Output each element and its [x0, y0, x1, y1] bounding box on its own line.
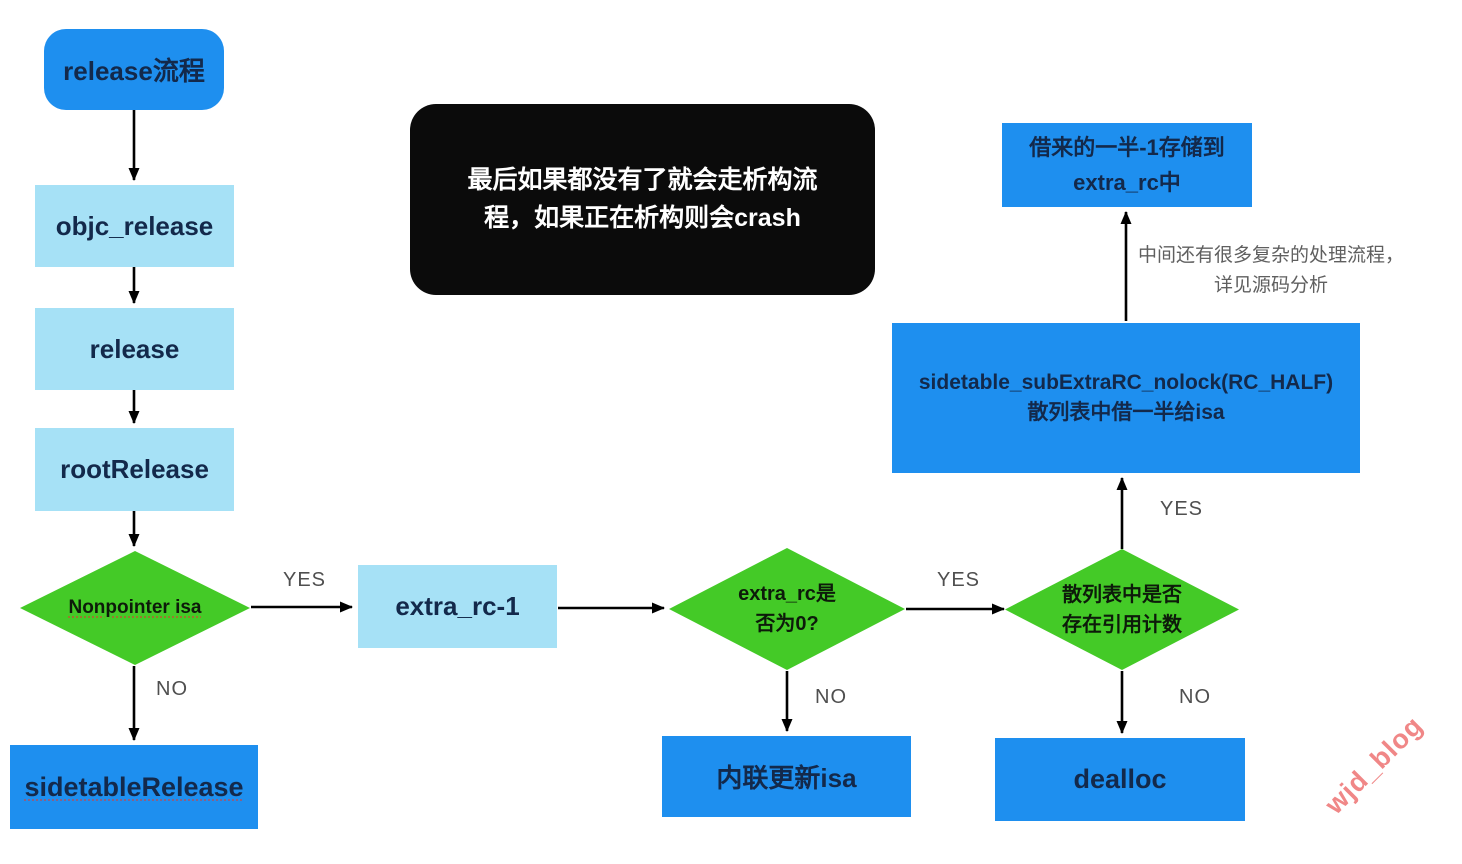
decision-sidetable-has-rc-line2: 存在引用计数: [1062, 613, 1182, 636]
decision-extra-rc-zero-line1: extra_rc是: [738, 583, 836, 605]
node-release: release: [35, 308, 234, 390]
annotation-complex-process-line2: 详见源码分析: [1213, 275, 1328, 297]
decision-nonpointer-isa-label: Nonpointer isa: [68, 596, 202, 618]
node-root-release-label: rootRelease: [60, 454, 209, 484]
node-extra-rc-minus-1-label: extra_rc-1: [395, 591, 520, 621]
decision-extra-rc-zero-line2: 否为0?: [755, 613, 819, 635]
decision-sidetable-has-rc-line1: 散列表中是否: [1062, 583, 1182, 606]
node-root-release: rootRelease: [35, 428, 234, 511]
node-release-label: release: [89, 333, 180, 364]
watermark-wjd-blog: wjd_blog: [1318, 709, 1429, 820]
node-sidetable-release-label: sidetableRelease: [24, 771, 244, 802]
edge-label-no-nonpointer: NO: [156, 678, 188, 700]
node-inline-update-isa-label: 内联更新isa: [716, 763, 857, 793]
node-borrowed-half: 借来的一半-1存储到 extra_rc中: [1002, 123, 1252, 207]
node-borrowed-half-line2: extra_rc中: [1073, 170, 1181, 195]
edge-label-no-sidetablehasrc: NO: [1179, 686, 1211, 708]
decision-extra-rc-zero: extra_rc是 否为0?: [669, 548, 905, 670]
node-sidetable-subextrarc-line1: sidetable_subExtraRC_nolock(RC_HALF): [918, 370, 1334, 394]
edge-label-yes-nonpointer: YES: [283, 569, 327, 591]
node-borrowed-half-line1: 借来的一半-1存储到: [1029, 134, 1225, 160]
decision-nonpointer-isa: Nonpointer isa: [20, 551, 250, 665]
edge-label-yes-sidetablehasrc: YES: [1160, 498, 1204, 520]
node-dealloc-label: dealloc: [1073, 764, 1167, 794]
node-extra-rc-minus-1: extra_rc-1: [358, 565, 557, 648]
note-destructor-crash: 最后如果都没有了就会走析构流 程，如果正在析构则会crash: [410, 104, 875, 295]
node-sidetable-release: sidetableRelease: [10, 745, 258, 829]
node-objc-release: objc_release: [35, 185, 234, 267]
node-inline-update-isa: 内联更新isa: [662, 736, 911, 817]
note-destructor-crash-line2: 程，如果正在析构则会crash: [484, 203, 801, 232]
node-sidetable-subextrarc-line2: 散列表中借一半给isa: [1027, 401, 1225, 424]
node-dealloc: dealloc: [995, 738, 1245, 821]
annotation-complex-process-line1: 中间还有很多复杂的处理流程，: [1137, 245, 1404, 266]
node-objc-release-label: objc_release: [55, 210, 214, 241]
note-destructor-crash-line1: 最后如果都没有了就会走析构流: [467, 166, 818, 194]
node-sidetable-subextrarc: sidetable_subExtraRC_nolock(RC_HALF) 散列表…: [892, 323, 1360, 473]
annotation-complex-process: 中间还有很多复杂的处理流程， 详见源码分析: [1128, 241, 1414, 302]
decision-sidetable-has-rc: 散列表中是否 存在引用计数: [1005, 549, 1239, 670]
edge-label-no-iszero: NO: [815, 686, 847, 708]
edge-label-yes-iszero: YES: [937, 569, 981, 591]
node-release-flow-label: release流程: [63, 56, 205, 86]
node-release-flow: release流程: [44, 29, 224, 110]
